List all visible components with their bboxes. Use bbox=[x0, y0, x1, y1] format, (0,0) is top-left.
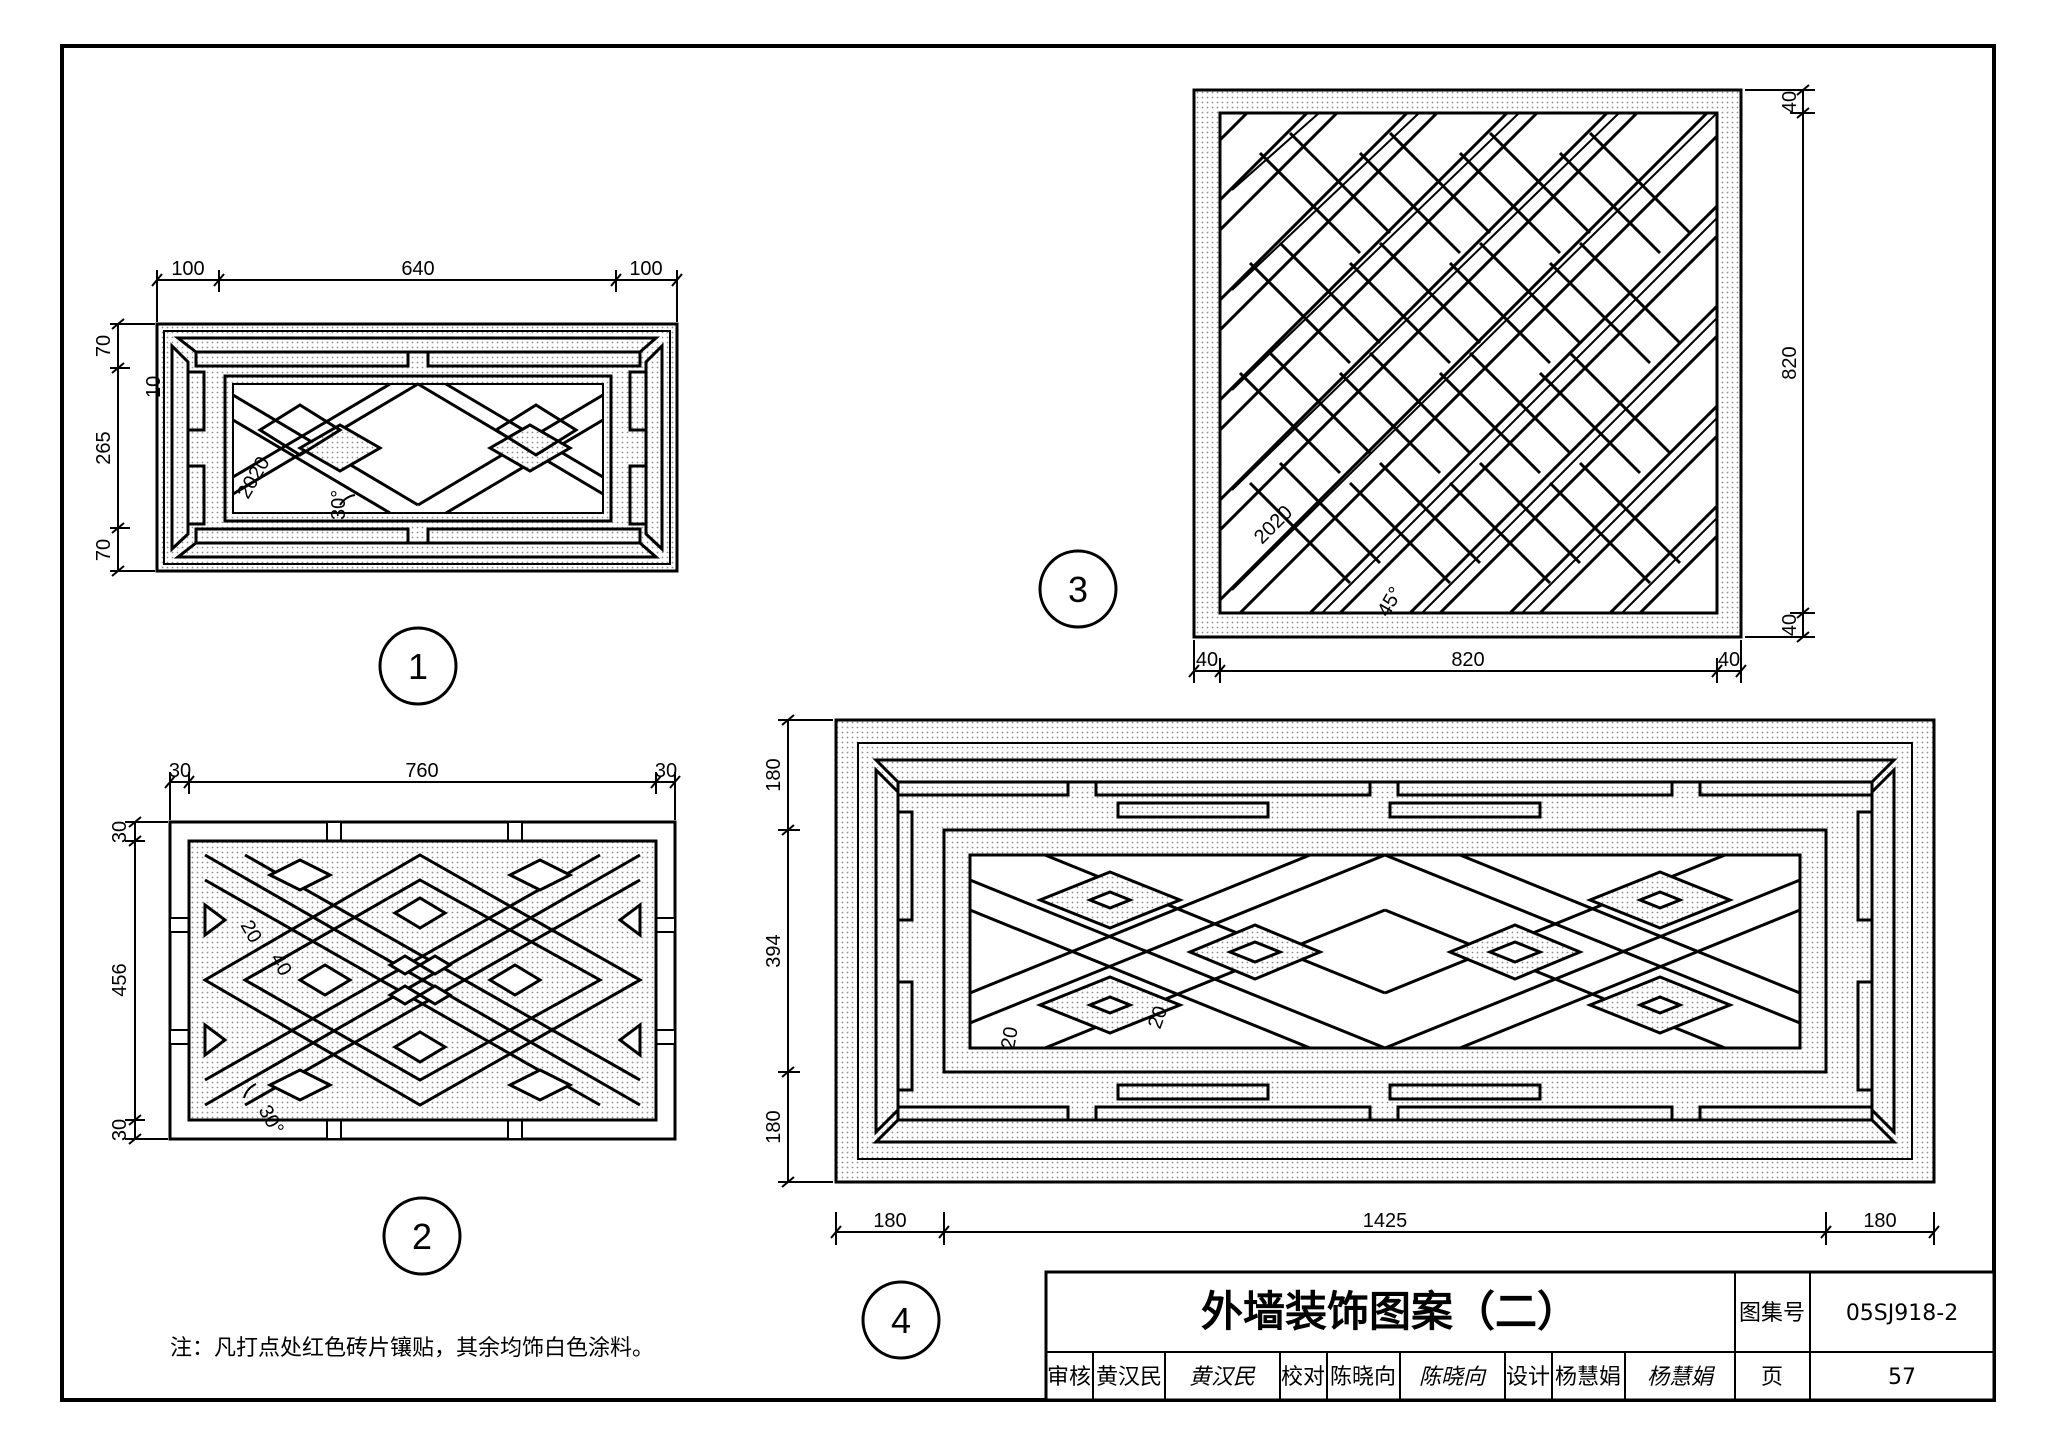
p4-dim-h-top: 180 bbox=[763, 758, 785, 791]
pattern-4: 20 20 180 394 180 180 bbox=[763, 714, 1940, 1360]
designer-signature: 杨慧娟 bbox=[1647, 1365, 1716, 1390]
p1-label-circle bbox=[378, 626, 458, 706]
p3-dim-h-top: 40 bbox=[1779, 91, 1801, 113]
p2-dim-h-bottom: 30 bbox=[109, 1119, 131, 1141]
checker-signature: 陈晓向 bbox=[1419, 1365, 1487, 1390]
atlas-number: 05SJ918-2 bbox=[1846, 1301, 1958, 1326]
p1-dim-h-mid: 265 bbox=[93, 431, 115, 464]
pattern-2: 20 40 30° 30 760 30 bbox=[109, 760, 681, 1276]
sheet-border bbox=[60, 44, 1996, 1402]
p3-dim-w-left: 40 bbox=[1196, 649, 1218, 671]
p3-label: 3 bbox=[1068, 569, 1088, 610]
p2-label: 2 bbox=[412, 1216, 432, 1257]
p1-dim-w-left: 100 bbox=[171, 258, 204, 280]
p4-dim-w-left: 180 bbox=[873, 1210, 906, 1232]
p3-dim-h-bottom: 40 bbox=[1779, 614, 1801, 636]
p1-dim-h-top: 70 bbox=[93, 335, 115, 357]
p4-dim-w-mid: 1425 bbox=[1363, 1210, 1408, 1232]
p1-dim-h-bottom: 70 bbox=[93, 539, 115, 561]
designer-role: 设计 bbox=[1506, 1365, 1550, 1390]
p3-dim-w-mid: 820 bbox=[1451, 649, 1484, 671]
page-number: 57 bbox=[1888, 1365, 1916, 1390]
drawing-title: 外墙装饰图案（二） bbox=[1201, 1287, 1579, 1336]
p1-label: 1 bbox=[408, 646, 428, 687]
p1-annot-10: 10 bbox=[143, 376, 165, 398]
p4-label: 4 bbox=[891, 1300, 911, 1341]
p3-dim-w-right: 40 bbox=[1718, 649, 1740, 671]
p2-dim-h-mid: 456 bbox=[109, 963, 131, 996]
reviewer-signature: 黄汉民 bbox=[1189, 1365, 1256, 1390]
checker-name: 陈晓向 bbox=[1330, 1365, 1396, 1390]
p4-label-circle bbox=[861, 1280, 941, 1360]
p2-dim-w-mid: 760 bbox=[405, 760, 438, 782]
p1-dim-w-mid: 640 bbox=[401, 258, 434, 280]
p4-dim-h-mid: 394 bbox=[763, 934, 785, 967]
p4-dim-w-right: 180 bbox=[1863, 1210, 1896, 1232]
p2-dim-w-right: 30 bbox=[655, 760, 677, 782]
p3-label-circle bbox=[1038, 549, 1118, 629]
p2-dim-w-left: 30 bbox=[169, 760, 191, 782]
reviewer-name: 黄汉民 bbox=[1096, 1365, 1162, 1390]
p2-dim-h-top: 30 bbox=[109, 821, 131, 843]
pattern-3: 2020 45° 40 820 40 40 bbox=[1038, 84, 1815, 683]
p4-dim-h-bottom: 180 bbox=[763, 1110, 785, 1143]
p1-dim-w-right: 100 bbox=[629, 258, 662, 280]
page-label: 页 bbox=[1761, 1365, 1783, 1390]
p3-dim-h-mid: 820 bbox=[1779, 346, 1801, 379]
reviewer-role: 审核 bbox=[1047, 1365, 1091, 1390]
checker-role: 校对 bbox=[1281, 1365, 1325, 1390]
title-block: 外墙装饰图案（二） 图集号 05SJ918-2 页 57 审核 黄汉民 黄汉民 … bbox=[1044, 1270, 1996, 1402]
p2-label-circle bbox=[382, 1196, 462, 1276]
designer-name: 杨慧娟 bbox=[1555, 1365, 1621, 1390]
note-text: 注：凡打点处红色砖片镶贴，其余均饰白色涂料。 bbox=[170, 1336, 654, 1361]
p4-annot-20-a: 20 bbox=[997, 1025, 1023, 1051]
p1-annot-30deg: 30° bbox=[328, 490, 350, 520]
atlas-label: 图集号 bbox=[1739, 1301, 1805, 1326]
pattern-1: 10 2020 30° 100 640 100 bbox=[93, 258, 683, 706]
